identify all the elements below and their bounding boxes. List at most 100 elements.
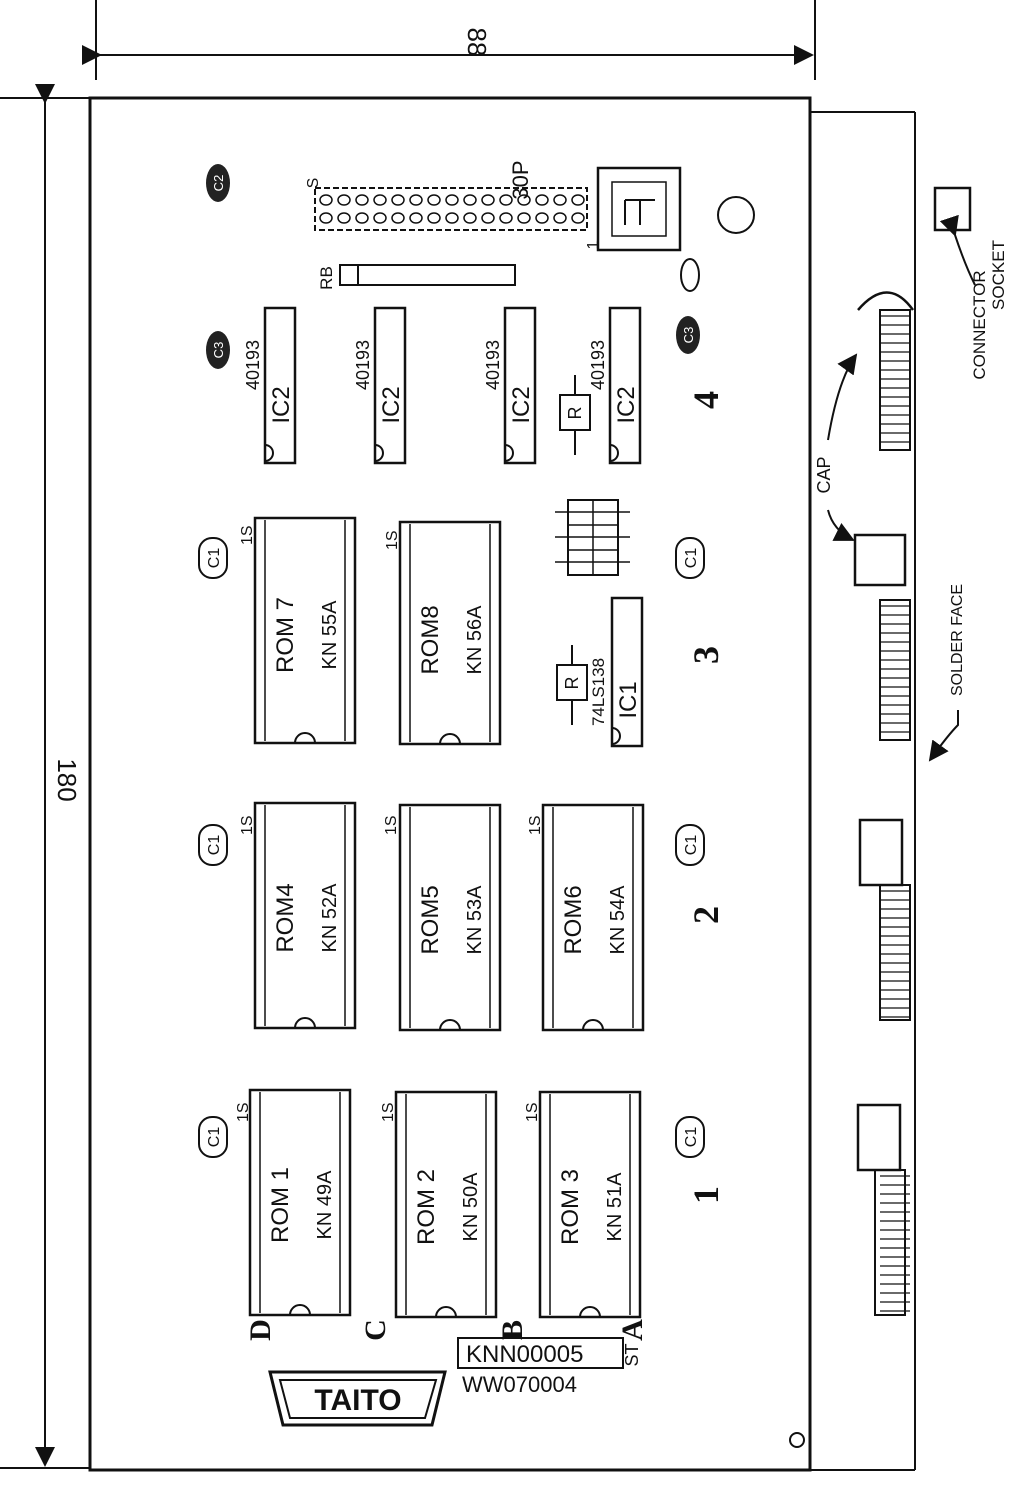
- svg-text:C3: C3: [211, 342, 226, 359]
- resistor-network-label: RB: [317, 266, 336, 290]
- rom-3: ROM 3 KN 51A: [538, 1090, 642, 1319]
- header-connector-30p: 30P S 1: [305, 160, 602, 249]
- board-code-box: KNN00005 WW070004 ST: [457, 1337, 642, 1397]
- rom-2: ROM 2 KN 50A: [394, 1090, 498, 1319]
- connector-pin: [319, 212, 333, 224]
- brand-logo-text: TAITO: [314, 1384, 401, 1417]
- connector-pin: [517, 212, 531, 224]
- capacitor-c1: C1: [198, 1116, 228, 1158]
- resistor: R: [556, 645, 588, 725]
- svg-text:C1: C1: [683, 1127, 700, 1148]
- resistor: R: [559, 375, 591, 455]
- pin1-marker: 1S: [527, 815, 544, 835]
- connector-pins: [319, 194, 585, 224]
- counter-ic-3-label: IC2: [508, 386, 535, 423]
- rom-2-name: ROM 2: [413, 1169, 440, 1245]
- mounting-hole: [717, 196, 755, 234]
- counter-ic-1-label: IC2: [268, 386, 295, 423]
- column-number-1: 1: [686, 1186, 726, 1204]
- edge-connector-4: [856, 1103, 906, 1316]
- connector-pin-1: 1: [585, 240, 602, 249]
- connector-pin: [355, 212, 369, 224]
- svg-text:C1: C1: [683, 835, 700, 856]
- rom-5: ROM5 KN 53A: [398, 803, 502, 1032]
- callout-connector: CONNECTOR: [970, 270, 989, 379]
- column-number-3: 3: [686, 646, 726, 664]
- connector-pin: [499, 194, 513, 206]
- board-code-2: WW070004: [462, 1372, 577, 1397]
- svg-text:R: R: [562, 677, 582, 690]
- board-code-1: KNN00005: [466, 1341, 583, 1368]
- capacitor-c1: C1: [675, 824, 705, 866]
- rom-4: ROM4 KN 52A: [253, 801, 357, 1030]
- rom-3-part: KN 51A: [604, 1172, 626, 1242]
- connector-pin: [337, 194, 351, 206]
- pin1-marker: 1S: [235, 1102, 252, 1122]
- decoder-ic-part: 74LS138: [589, 658, 608, 726]
- connector-pin: [445, 212, 459, 224]
- connector-pin: [553, 194, 567, 206]
- taito-logo: TAITO: [268, 1370, 447, 1427]
- rom-7-part: KN 55A: [319, 600, 341, 670]
- rom-7: ROM 7 KN 55A: [253, 516, 357, 745]
- connector-pin: [571, 194, 585, 206]
- rom-7-name: ROM 7: [272, 597, 299, 673]
- rom-1-name: ROM 1: [267, 1167, 294, 1243]
- svg-text:C1: C1: [683, 548, 700, 569]
- svg-text:C1: C1: [206, 1127, 223, 1148]
- connector-pin: [427, 212, 441, 224]
- counter-ic-4-label: IC2: [613, 386, 640, 423]
- connector-pin: [409, 194, 423, 206]
- svg-text:C1: C1: [206, 835, 223, 856]
- connector-pin: [391, 194, 405, 206]
- rom-8: ROM8 KN 56A: [398, 520, 502, 746]
- counter-ic-2: 40193 IC2: [353, 306, 407, 465]
- row-letter-a: A: [616, 1319, 649, 1341]
- solder-face-callout: SOLDER FACE: [928, 584, 966, 762]
- width-label: 88: [462, 28, 492, 57]
- decoder-ic: 74LS138 IC1: [589, 596, 644, 748]
- row-letter-d: D: [244, 1319, 277, 1341]
- decoder-ic-label: IC1: [615, 681, 642, 718]
- capacitor-c3: C3: [206, 331, 230, 369]
- connector-pin: [481, 194, 495, 206]
- height-label: 180: [52, 758, 82, 801]
- counter-ic-1-part: 40193: [243, 340, 263, 390]
- connector-pin: [355, 194, 369, 206]
- rom-1-part: KN 49A: [314, 1170, 336, 1240]
- rom-6-name: ROM6: [560, 885, 587, 954]
- svg-text:C3: C3: [681, 327, 696, 344]
- cap-callout: CAP: [814, 353, 858, 541]
- connector-pin: [337, 212, 351, 224]
- rom-6-part: KN 54A: [607, 885, 629, 955]
- small-capacitor: [680, 258, 700, 292]
- dimension-height: 180: [0, 84, 90, 1469]
- pin1-marker: 1S: [239, 525, 256, 545]
- connector-pin: [463, 194, 477, 206]
- connector-pin: [463, 212, 477, 224]
- pin1-marker: 1S: [384, 530, 401, 550]
- connector-socket: CONNECTOR SOCKET: [933, 186, 1008, 380]
- connector-pin: [481, 212, 495, 224]
- capacitor-c2: C2: [206, 164, 230, 202]
- rom-8-name: ROM8: [417, 605, 444, 674]
- rom-2-part: KN 50A: [460, 1172, 482, 1242]
- rom-6: ROM6 KN 54A: [541, 803, 645, 1032]
- pin1-marker: 1S: [380, 1102, 397, 1122]
- counter-ic-1: 40193 IC2: [243, 306, 297, 465]
- pin1-marker: 1S: [524, 1102, 541, 1122]
- callout-st: ST: [622, 1343, 642, 1366]
- callout-cap: CAP: [814, 456, 834, 493]
- rom-3-name: ROM 3: [557, 1169, 584, 1245]
- counter-ic-3-part: 40193: [483, 340, 503, 390]
- connector-pin: [427, 194, 441, 206]
- connector-pin: [373, 194, 387, 206]
- mounting-hole-small: [789, 1432, 805, 1448]
- board-outline: [88, 96, 812, 1472]
- edge-connector-2: [853, 533, 911, 741]
- dimension-width: 88: [82, 0, 816, 80]
- trimmer-component: [596, 166, 682, 252]
- connector-pin: [373, 212, 387, 224]
